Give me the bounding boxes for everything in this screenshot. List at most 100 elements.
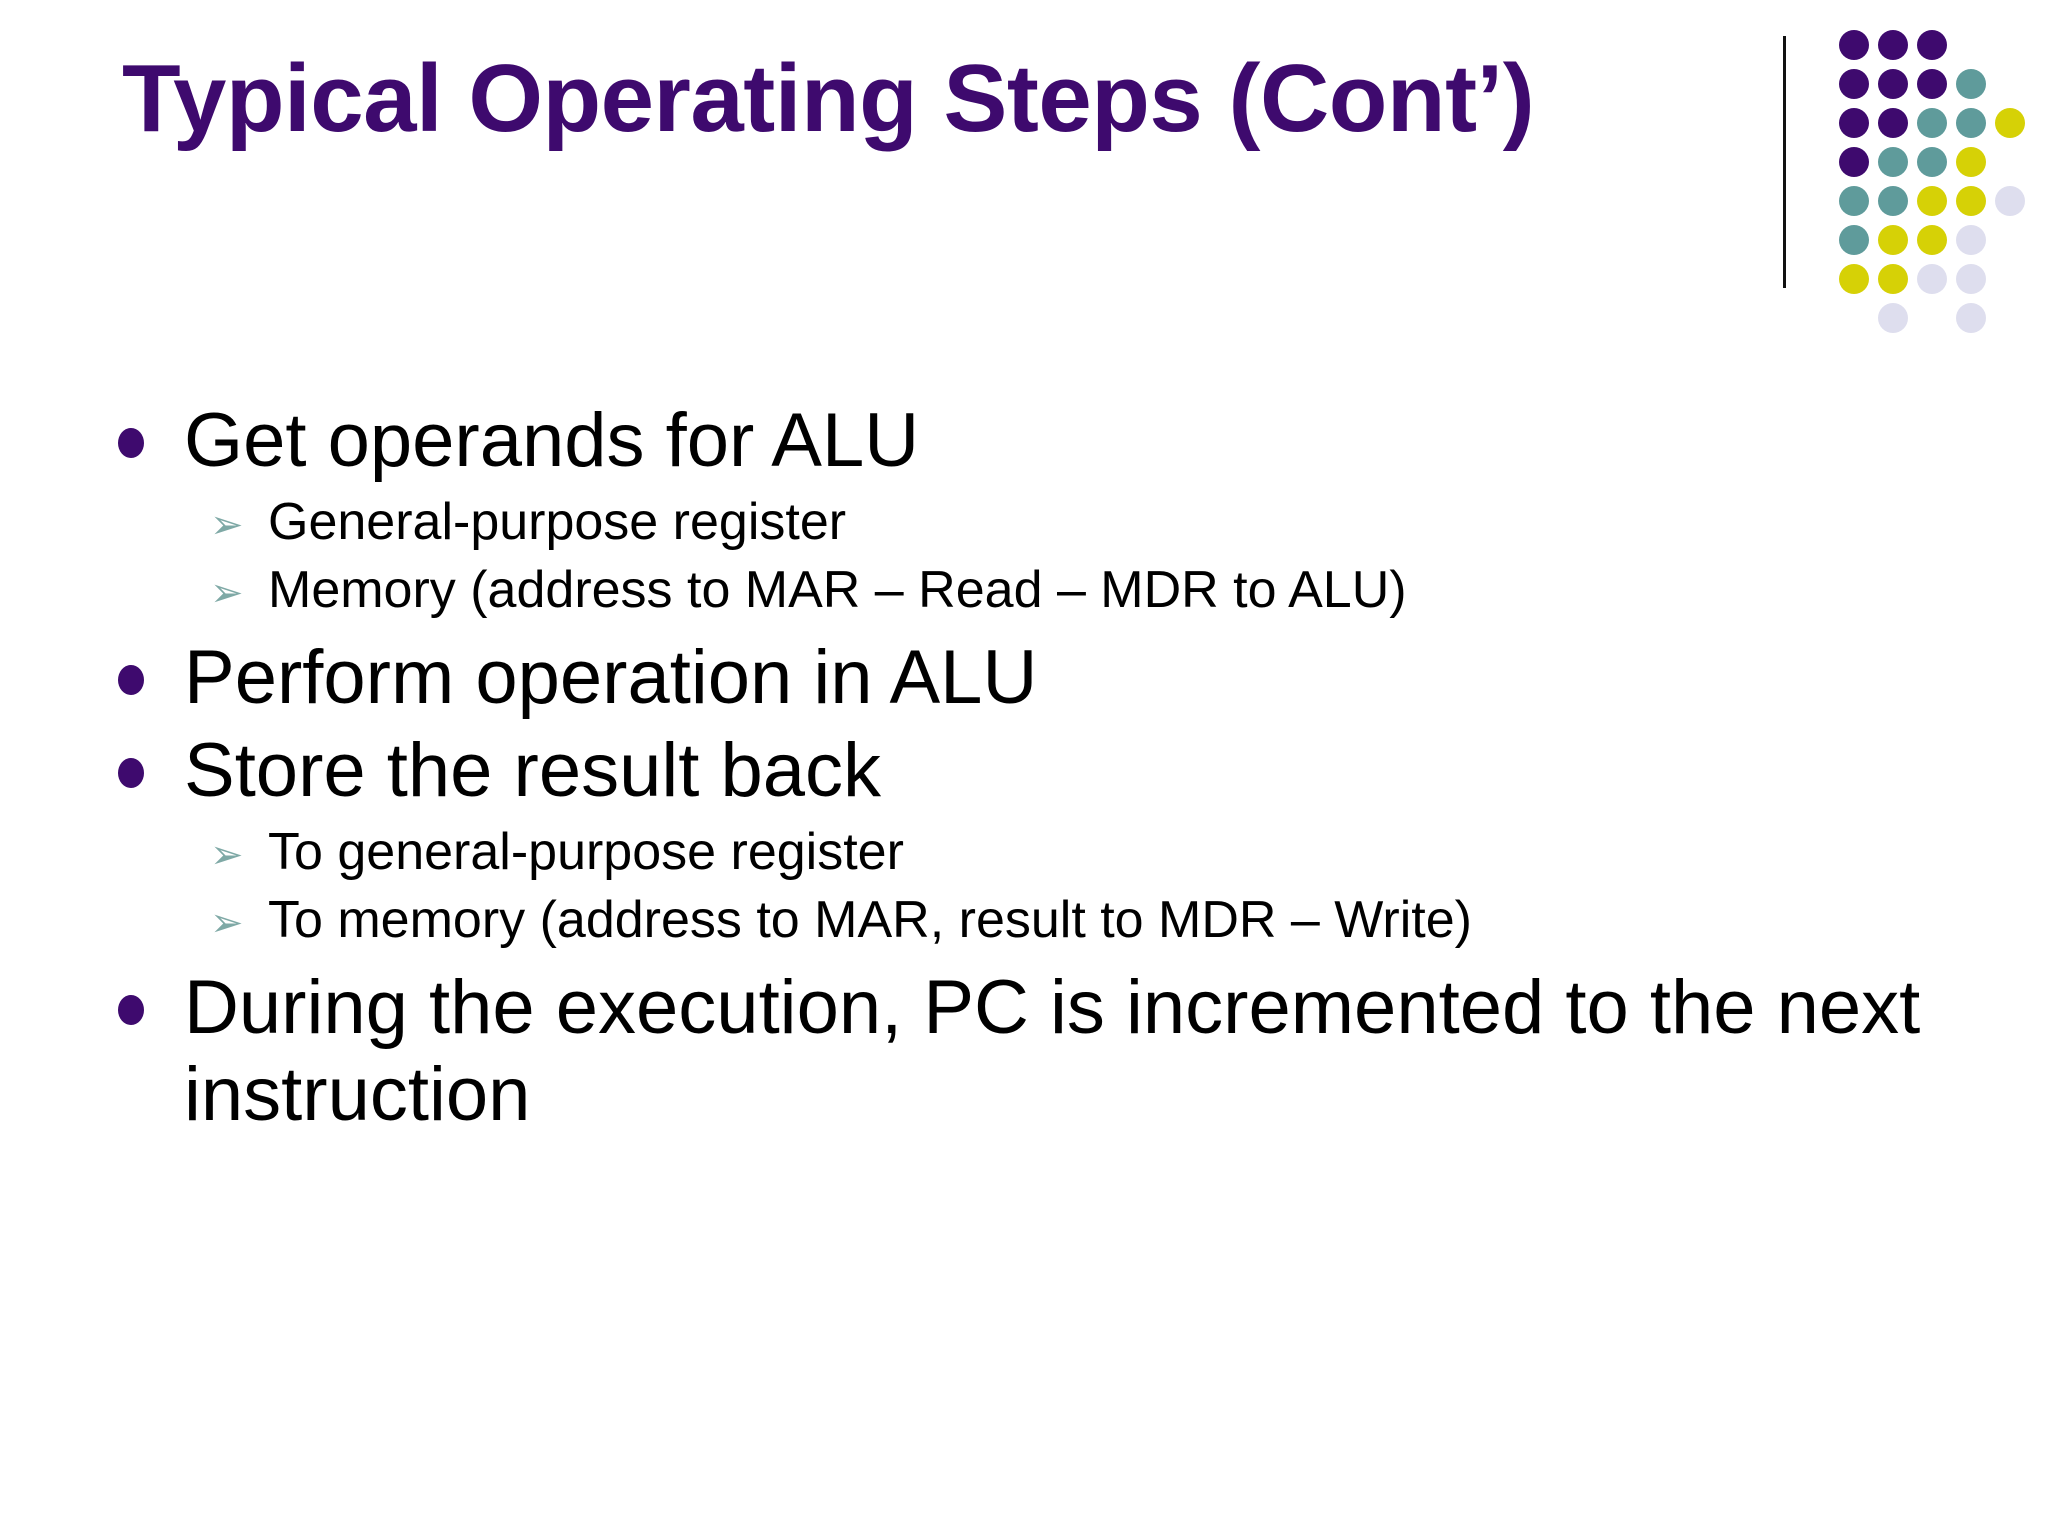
dot-cell <box>1834 65 1873 104</box>
bullet-item: During the execution, PC is incremented … <box>118 965 1998 1138</box>
dot-cell <box>1951 65 1990 104</box>
dot-cell <box>1951 182 1990 221</box>
dot-cell <box>1990 299 2029 338</box>
bullet-dot-shape <box>118 995 144 1026</box>
title-block: Typical Operating Steps (Cont’) <box>122 46 1602 152</box>
dot-cell <box>1834 221 1873 260</box>
bullet-item-label: Store the result back <box>184 728 882 814</box>
dot-purple-icon <box>1838 30 1869 60</box>
dot-yellow-icon <box>1994 108 2025 138</box>
dot-teal-icon <box>1916 147 1947 177</box>
dot-cell <box>1912 260 1951 299</box>
dot-cell <box>1873 221 1912 260</box>
sub-bullet-item: ➢ To memory (address to MAR, result to MD… <box>118 889 1998 951</box>
dot-purple-icon <box>1916 30 1947 60</box>
bullet-dot-icon <box>118 728 184 789</box>
dot-pale-icon <box>1955 303 1986 333</box>
dot-cell <box>1912 26 1951 65</box>
dot-pale-icon <box>1955 225 1986 255</box>
bullet-item-label: Perform operation in ALU <box>184 635 1038 721</box>
bullet-dot-icon <box>118 965 184 1026</box>
dot-pale-icon <box>1877 303 1908 333</box>
dot-none-icon <box>1995 147 2025 177</box>
dot-teal-icon <box>1877 186 1908 216</box>
dot-teal-icon <box>1838 186 1869 216</box>
dot-teal-icon <box>1916 108 1947 138</box>
dot-yellow-icon <box>1877 225 1908 255</box>
dot-cell <box>1834 104 1873 143</box>
bullet-item: Perform operation in ALU <box>118 635 1998 722</box>
bullet-dot-shape <box>118 665 144 696</box>
dot-cell <box>1990 65 2029 104</box>
dot-cell <box>1834 299 1873 338</box>
dot-cell <box>1951 26 1990 65</box>
sub-bullet-item: ➢To general-purpose register <box>118 821 1998 883</box>
dot-cell <box>1912 221 1951 260</box>
dot-cell <box>1873 260 1912 299</box>
dot-none-icon <box>1956 30 1986 60</box>
sub-bullet-group: ➢ General-purpose register ➢Memory (addres… <box>118 491 1998 622</box>
dot-none-icon <box>1995 69 2025 99</box>
bullet-item-label: During the execution, PC is incremented … <box>184 965 1921 1138</box>
dot-none-icon <box>1995 30 2025 60</box>
dot-cell <box>1834 182 1873 221</box>
dot-cell <box>1912 299 1951 338</box>
bullet-item: Get operands for ALU <box>118 398 1998 485</box>
dot-cell <box>1990 182 2029 221</box>
dot-cell <box>1990 260 2029 299</box>
dot-cell <box>1990 104 2029 143</box>
dot-teal-icon <box>1955 69 1986 99</box>
bullet-dot-shape <box>118 758 144 789</box>
sub-bullet-item-label: General-purpose register <box>268 492 847 551</box>
dot-none-icon <box>1917 303 1947 333</box>
dot-yellow-icon <box>1877 264 1908 294</box>
arrow-marker-icon: ➢ <box>210 832 244 877</box>
bullet-dot-shape <box>118 428 144 458</box>
dot-cell <box>1834 260 1873 299</box>
dot-none-icon <box>1995 264 2025 294</box>
dot-pale-icon <box>1916 264 1947 294</box>
bullet-item-label: Get operands for ALU <box>184 398 920 483</box>
dot-none-icon <box>1995 225 2025 255</box>
dot-cell <box>1912 182 1951 221</box>
bullet-list: Get operands for ALU ➢ General-purpose reg… <box>118 398 1998 1145</box>
arrow-marker-icon: ➢ <box>210 502 244 547</box>
dot-purple-icon <box>1916 69 1947 99</box>
logo-divider-line <box>1783 36 1786 288</box>
bullet-item: Store the result back <box>118 728 1998 815</box>
dot-cell <box>1873 143 1912 182</box>
dot-none-icon <box>1839 303 1869 333</box>
dot-teal-icon <box>1955 108 1986 138</box>
arrow-marker-icon: ➢ <box>210 901 244 946</box>
dot-grid-logo <box>1834 26 2029 338</box>
dot-cell <box>1990 143 2029 182</box>
dot-cell <box>1834 26 1873 65</box>
dot-cell <box>1951 221 1990 260</box>
dot-teal-icon <box>1877 147 1908 177</box>
dot-cell <box>1951 299 1990 338</box>
dot-yellow-icon <box>1838 264 1869 294</box>
dot-yellow-icon <box>1955 147 1986 177</box>
dot-cell <box>1873 182 1912 221</box>
dot-pale-icon <box>1955 264 1986 294</box>
dot-purple-icon <box>1877 69 1908 99</box>
dot-purple-icon <box>1838 147 1869 177</box>
dot-cell <box>1912 143 1951 182</box>
sub-bullet-item: ➢Memory (address to MAR – Read – MDR to … <box>118 559 1998 621</box>
dot-none-icon <box>1995 303 2025 333</box>
dot-yellow-icon <box>1916 225 1947 255</box>
dot-cell <box>1990 26 2029 65</box>
sub-bullet-item-label: Memory (address to MAR – Read – MDR to A… <box>268 561 1407 620</box>
dot-purple-icon <box>1838 69 1869 99</box>
sub-bullet-item: ➢ General-purpose register <box>118 491 1998 553</box>
dot-cell <box>1834 143 1873 182</box>
dot-purple-icon <box>1877 30 1908 60</box>
bullet-dot-icon <box>118 398 184 458</box>
dot-pale-icon <box>1994 186 2025 216</box>
slide-title: Typical Operating Steps (Cont’) <box>122 45 1535 152</box>
dot-cell <box>1912 104 1951 143</box>
dot-cell <box>1873 26 1912 65</box>
sub-bullet-item-label: To memory (address to MAR, result to MDR… <box>268 891 1472 950</box>
dot-cell <box>1873 65 1912 104</box>
dot-purple-icon <box>1838 108 1869 138</box>
